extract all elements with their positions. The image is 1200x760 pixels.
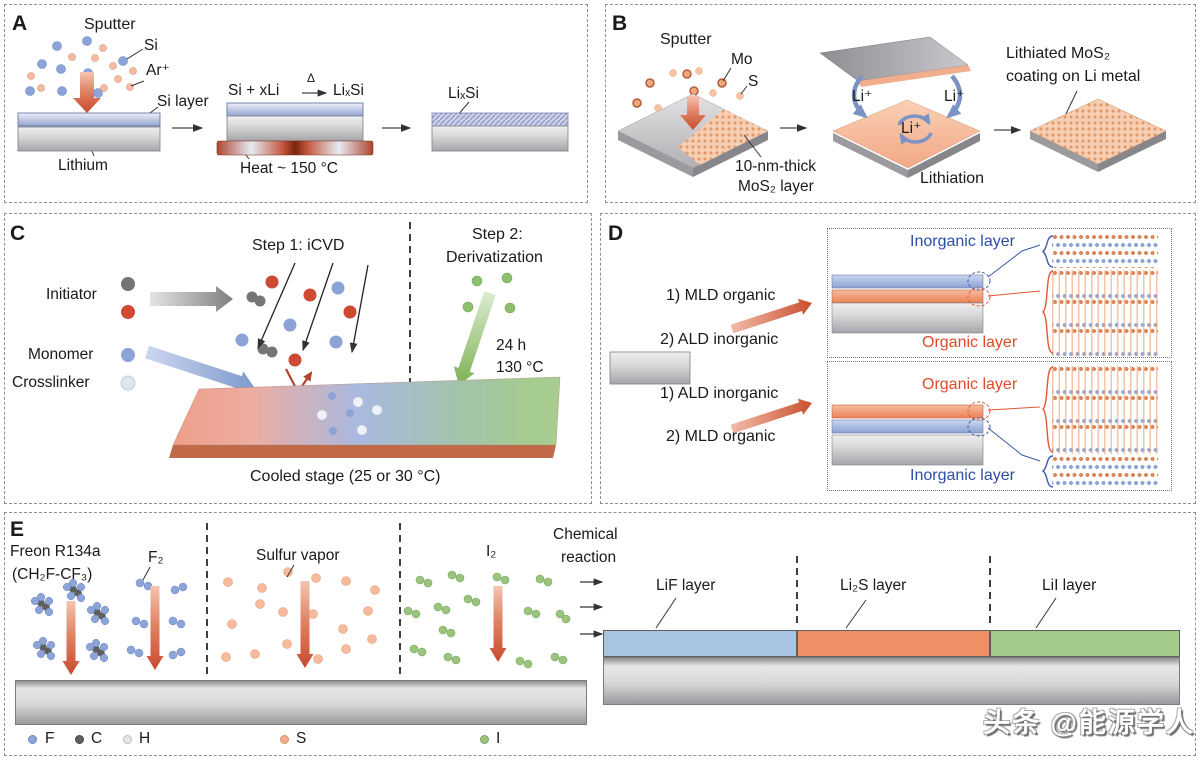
lithiation-label: Lithiation [920,170,985,187]
lif-layer-label: LiF layer [656,577,716,594]
seq2-step1-label: 1) ALD inorganic [660,385,779,402]
mos2-layer-label-line1: 10-nm-thick [735,158,816,175]
mo-label: Mo [731,51,753,68]
crosslinker-label: Crosslinker [12,374,90,391]
seq2-step2-label: 2) MLD organic [666,428,776,445]
sulfur-dot-icon [280,735,289,744]
chemical-reaction-label-line1: Chemical [553,526,618,543]
step2-label-line1: Step 2: [472,226,523,243]
legend-s-label: S [296,730,307,747]
time-label: 24 h [496,337,527,354]
delta-symbol: Δ [307,71,316,85]
panel-e-letter: E [10,518,25,541]
seq1-step2-label: 2) ALD inorganic [660,331,779,348]
legend-h-label: H [139,730,151,747]
ar-ion-label: Ar⁺ [146,62,170,79]
result-label-line1: Lithiated MoS₂ [1006,45,1111,62]
inorganic-layer-label: Inorganic layer [910,233,1015,250]
organic-molecular-pattern [1052,270,1158,356]
li-ion-label: Li⁺ [944,88,965,105]
sputter-label: Sputter [84,16,136,33]
lii-layer-label: LiI layer [1042,577,1097,594]
organic-layer-label: Organic layer [922,376,1018,393]
fluorine-dot-icon [28,735,37,744]
seq1-step1-label: 1) MLD organic [666,287,776,304]
organic-layer-label: Organic layer [922,334,1018,351]
iodine-dot-icon [480,735,489,744]
watermark: 头条 @能源学人 [983,708,1195,738]
sputter-label: Sputter [660,31,712,48]
step1-label: Step 1: iCVD [252,237,345,254]
f2-label: F₂ [148,549,164,566]
organic-molecular-pattern [1052,366,1158,454]
chemical-reaction-label-line2: reaction [561,549,617,566]
s-label: S [748,73,759,90]
legend-f-label: F [45,730,55,747]
si-layer-label: Si layer [157,93,209,110]
ald-mld-schematic-box [827,361,1172,491]
lixsi-label: LiₓSi [448,85,479,102]
freon-label-line1: Freon R134a [10,543,101,560]
initiator-label: Initiator [46,286,97,303]
inorganic-layer-label: Inorganic layer [910,467,1015,484]
carbon-dot-icon [75,735,84,744]
si-label: Si [144,37,158,54]
panel-b-letter: B [612,12,628,35]
freon-label-line2: (CH₂F-CF₃) [12,566,93,583]
li-ion-label: Li⁺ [901,120,922,137]
panel-a-letter: A [12,12,28,35]
cooled-stage-label: Cooled stage (25 or 30 °C) [250,468,441,485]
sulfur-vapor-label: Sulfur vapor [256,547,340,564]
lif-layer [603,630,797,657]
lithium-substrate-slab [15,680,587,725]
heat-label: Heat ~ 150 °C [240,160,338,177]
panel-d-letter: D [608,222,624,245]
temperature-label: 130 °C [496,359,544,376]
lii-layer [990,630,1180,657]
reaction-formula-left: Si + xLi [228,82,280,99]
i2-label: I₂ [486,543,497,560]
reaction-formula-right: LiₓSi [333,82,364,99]
inorganic-molecular-pattern [1052,456,1158,488]
step2-label-line2: Derivatization [446,249,543,266]
legend-c-label: C [91,730,103,747]
monomer-label: Monomer [28,346,94,363]
legend-i-label: I [496,730,501,747]
mos2-layer-label-line2: MoS₂ layer [738,178,814,195]
result-label-line2: coating on Li metal [1006,68,1141,85]
li2s-layer-label: Li₂S layer [840,577,907,594]
inorganic-molecular-pattern [1052,234,1158,268]
li2s-layer [797,630,990,657]
panel-c-letter: C [10,222,26,245]
lithium-label: Lithium [58,157,108,174]
li-ion-label: Li⁺ [852,88,873,105]
coated-lithium-slab [603,657,1180,705]
hydrogen-dot-icon [123,735,132,744]
mld-ald-schematic-box [827,228,1172,358]
